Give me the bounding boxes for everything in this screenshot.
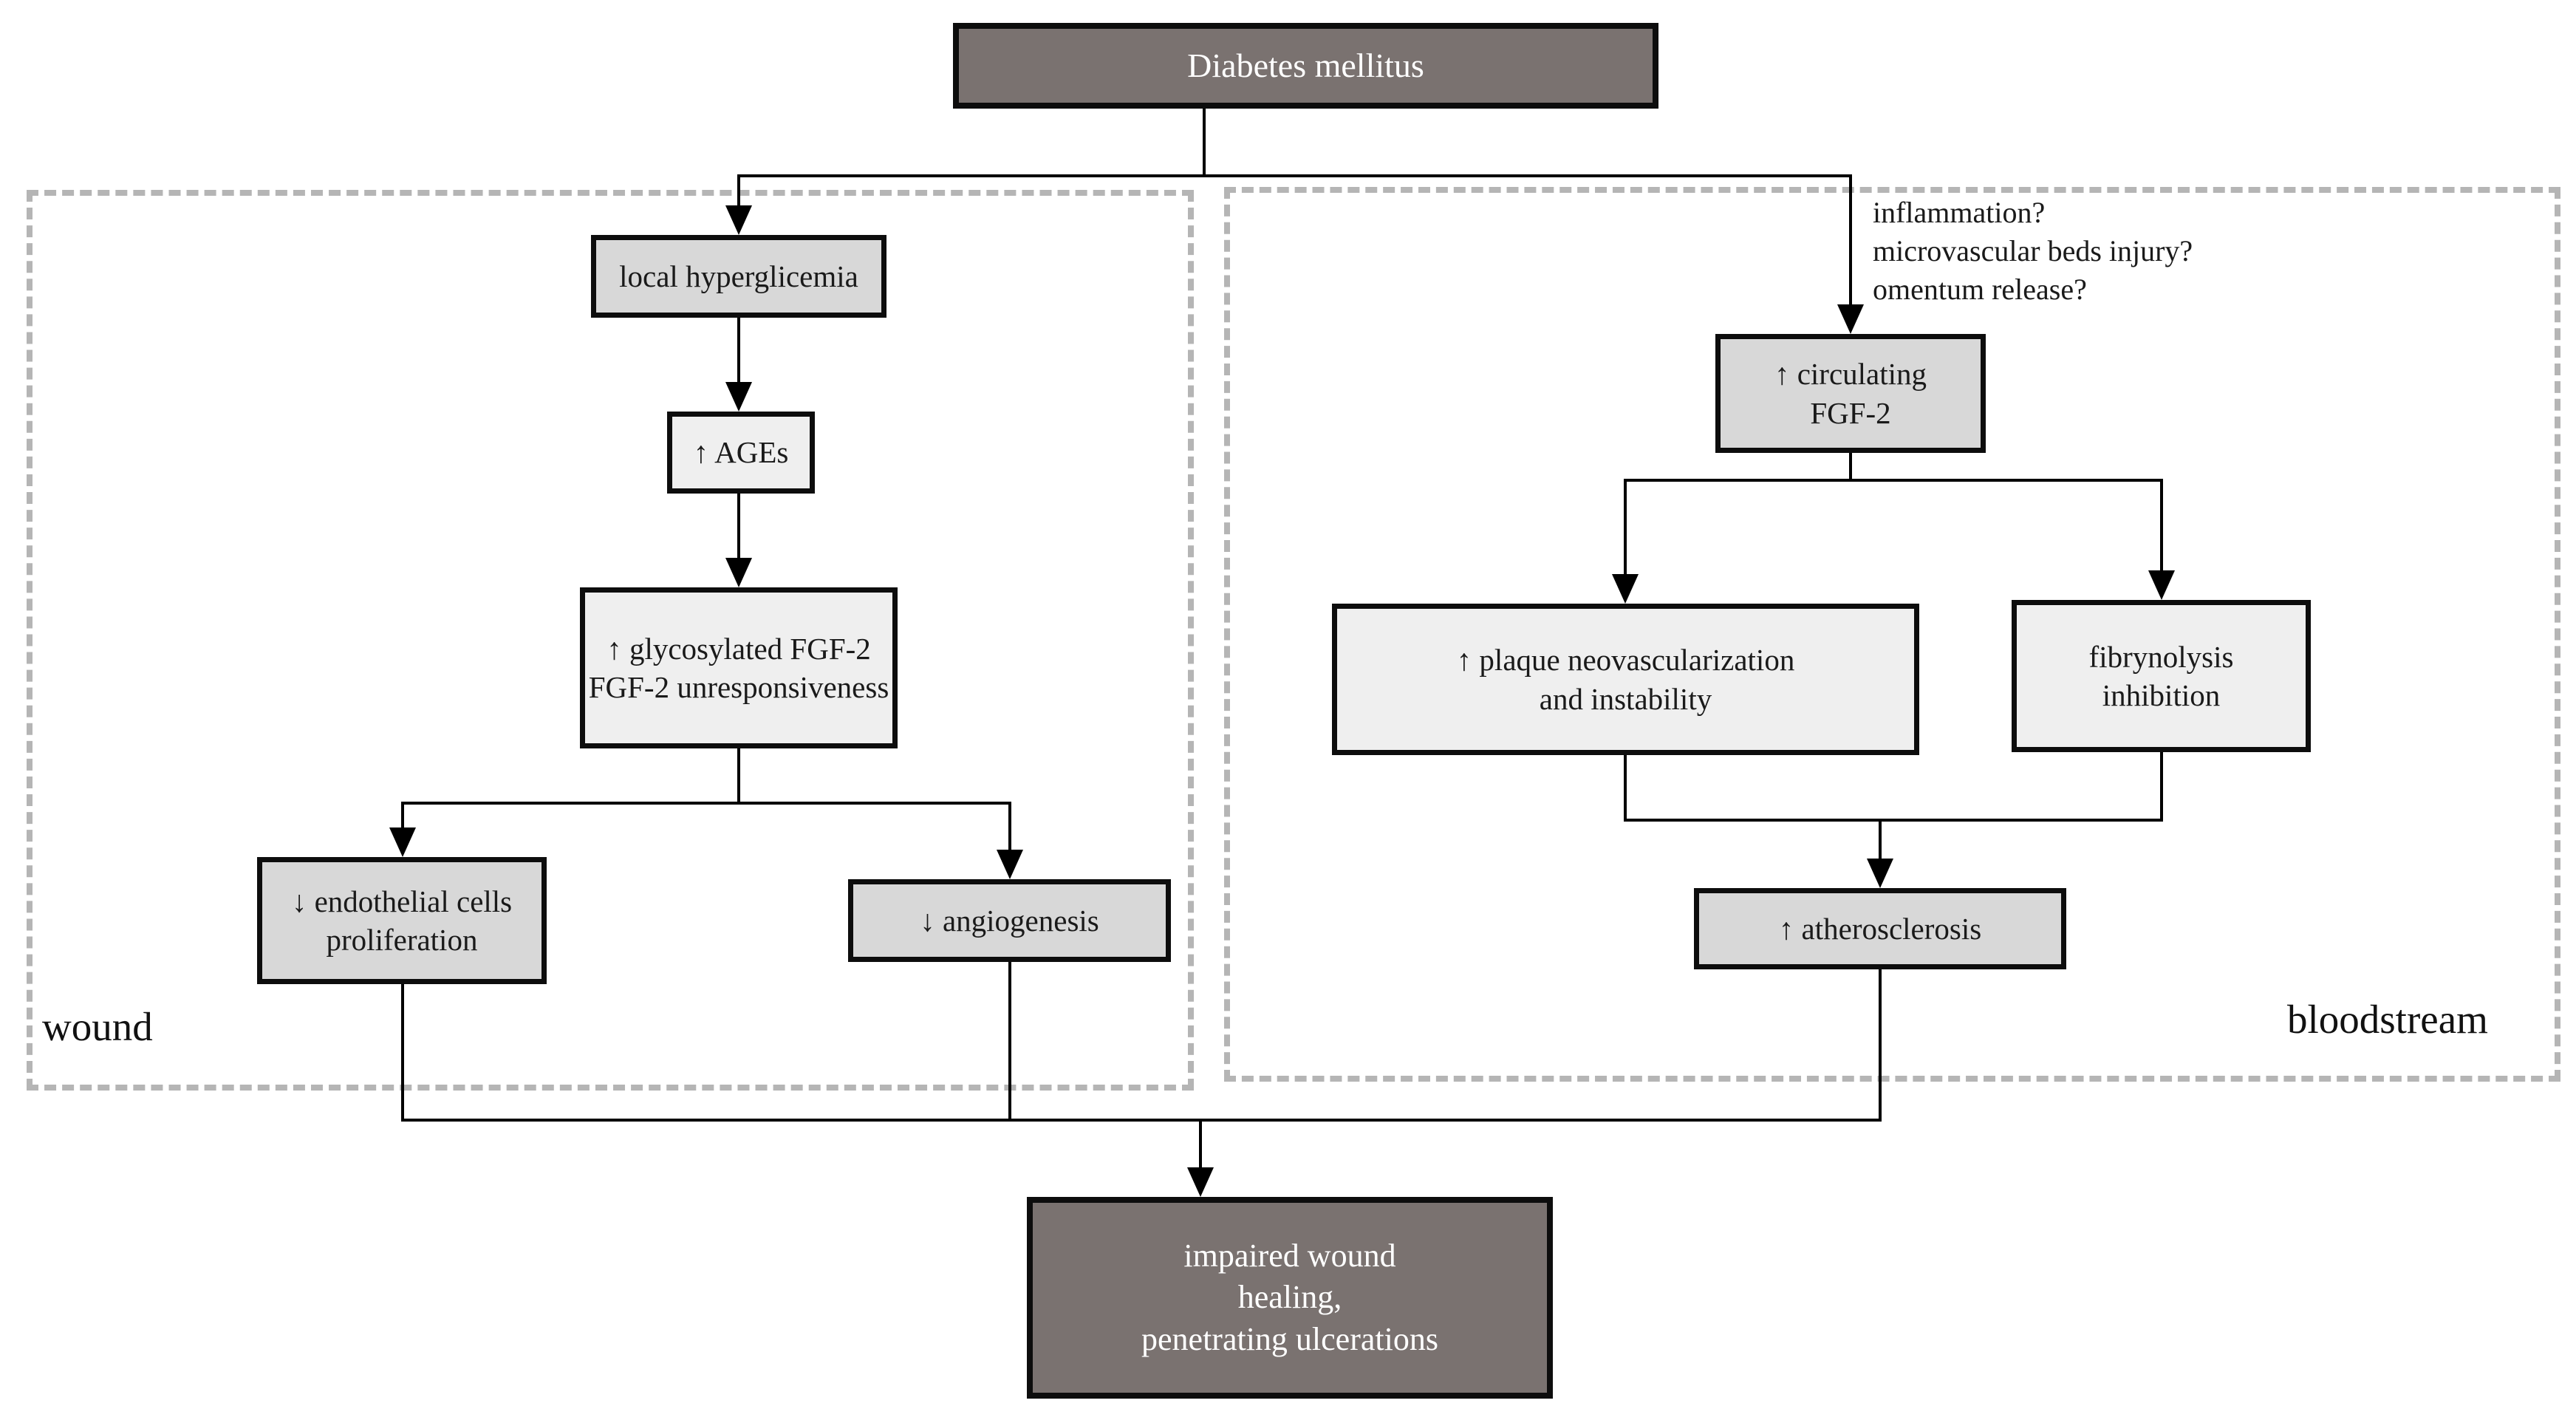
question-inflammation: inflammation? bbox=[1873, 196, 2046, 229]
to-circulating-line bbox=[1849, 174, 1852, 307]
plaque-line1: ↑ plaque neovascularization bbox=[1456, 643, 1795, 678]
wound-region-container bbox=[27, 190, 1194, 1091]
to-atherosclerosis-line bbox=[1879, 819, 1882, 863]
arrowhead-endothelial bbox=[389, 827, 416, 857]
local-hyperglicemia-node: local hyperglicemia bbox=[591, 235, 886, 318]
endothelial-proliferation-node: ↓ endothelial cells proliferation bbox=[257, 857, 547, 984]
to-fibrynolysis-line bbox=[2160, 479, 2163, 575]
to-impaired-line bbox=[1199, 1119, 1202, 1172]
fork-glyco-horizontal-line bbox=[401, 802, 1011, 805]
arrowhead-fibrynolysis bbox=[2148, 570, 2175, 600]
fork-circulating-horizontal-line bbox=[1624, 479, 2163, 482]
atherosclerosis-label: ↑ atherosclerosis bbox=[1778, 911, 1982, 946]
endothelial-drop-line bbox=[401, 984, 404, 1122]
fibrynolysis-line2: inhibition bbox=[2102, 678, 2221, 712]
bloodstream-region-container bbox=[1224, 187, 2560, 1082]
ages-node: ↑ AGEs bbox=[667, 412, 815, 494]
impaired-line3: penetrating ulcerations bbox=[1141, 1320, 1438, 1357]
arrowhead-glyco bbox=[725, 558, 752, 587]
to-endothelial-line bbox=[401, 802, 404, 832]
endothelial-line1: ↓ endothelial cells bbox=[291, 884, 513, 918]
atherosclerosis-node: ↑ atherosclerosis bbox=[1694, 888, 2066, 969]
arrowhead-atherosclerosis bbox=[1867, 859, 1893, 888]
to-plaque-line bbox=[1624, 479, 1627, 579]
fibrynolysis-line1: fibrynolysis bbox=[2088, 639, 2234, 674]
circulating-fgf2-line1: ↑ circulating bbox=[1774, 357, 1927, 392]
fibrynolysis-inhibition-node: fibrynolysis inhibition bbox=[2012, 600, 2311, 752]
angiogenesis-drop-line bbox=[1008, 962, 1011, 1122]
arrowhead-circulating bbox=[1837, 304, 1864, 334]
plaque-line2: and instability bbox=[1539, 681, 1712, 716]
impaired-line1: impaired wound bbox=[1183, 1238, 1396, 1274]
arrowhead-ages bbox=[725, 382, 752, 412]
impaired-line2: healing, bbox=[1237, 1279, 1342, 1316]
local-hyperglicemia-label: local hyperglicemia bbox=[619, 259, 858, 293]
question-microvascular: microvascular beds injury? bbox=[1873, 234, 2193, 267]
impaired-wound-healing-node: impaired wound healing, penetrating ulce… bbox=[1027, 1197, 1553, 1399]
glycosylated-fgf2-line1: ↑ glycosylated FGF-2 bbox=[607, 631, 871, 666]
bloodstream-questions-annotation: inflammation? microvascular beds injury?… bbox=[1873, 194, 2193, 309]
circulating-stem-line bbox=[1849, 453, 1852, 482]
fork-top-horizontal-line bbox=[737, 174, 1852, 177]
plaque-drop-line bbox=[1624, 755, 1627, 822]
to-angiogenesis-line bbox=[1008, 802, 1011, 854]
circulating-fgf2-line2: FGF-2 bbox=[1810, 395, 1891, 430]
arrowhead-plaque bbox=[1612, 574, 1639, 604]
glyco-stem-line bbox=[737, 748, 740, 805]
fibrynolysis-drop-line bbox=[2160, 752, 2163, 822]
glycosylated-fgf2-line2: FGF-2 unresponsiveness bbox=[588, 670, 889, 704]
atherosclerosis-drop-line bbox=[1879, 969, 1882, 1122]
arrowhead-hyperglicemia bbox=[725, 205, 752, 235]
glycosylated-fgf2-node: ↑ glycosylated FGF-2 FGF-2 unresponsiven… bbox=[580, 587, 898, 748]
join-atherosclerosis-horizontal-line bbox=[1624, 819, 2163, 822]
wound-region-label: wound bbox=[42, 1004, 153, 1049]
question-omentum: omentum release? bbox=[1873, 273, 2087, 306]
arrowhead-impaired bbox=[1187, 1167, 1214, 1197]
bloodstream-region-label: bloodstream bbox=[2287, 997, 2488, 1042]
hyperglicemia-to-ages-line bbox=[737, 318, 740, 386]
angiogenesis-node: ↓ angiogenesis bbox=[848, 879, 1171, 962]
to-hyperglicemia-line bbox=[737, 174, 740, 211]
endothelial-line2: proliferation bbox=[326, 923, 478, 957]
diabetes-stem-line bbox=[1203, 109, 1206, 177]
circulating-fgf2-node: ↑ circulating FGF-2 bbox=[1715, 334, 1986, 453]
converge-bottom-horizontal-line bbox=[401, 1119, 1882, 1122]
ages-to-glyco-line bbox=[737, 494, 740, 562]
diabetes-mellitus-label: Diabetes mellitus bbox=[1187, 46, 1424, 84]
angiogenesis-label: ↓ angiogenesis bbox=[920, 903, 1099, 938]
arrowhead-angiogenesis bbox=[997, 850, 1023, 879]
ages-label: ↑ AGEs bbox=[693, 435, 789, 470]
plaque-neovascularization-node: ↑ plaque neovascularization and instabil… bbox=[1332, 604, 1919, 755]
diabetes-mellitus-node: Diabetes mellitus bbox=[953, 23, 1658, 109]
